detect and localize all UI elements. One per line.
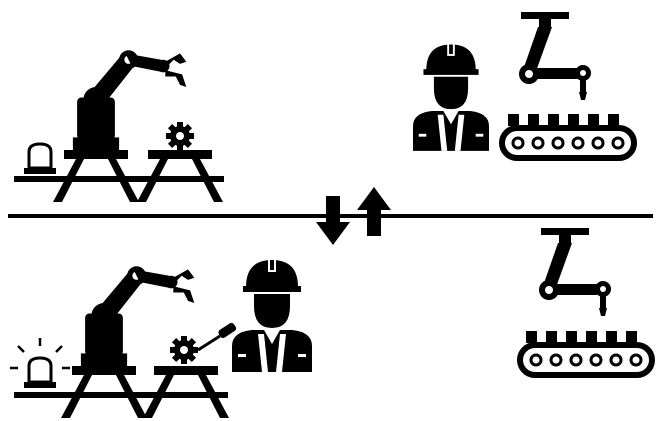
screwdriver-icon [197,322,237,352]
gantry-robot-icon [519,12,591,100]
conveyor-belt-icon [502,114,634,158]
warning-light-off-icon [22,142,58,176]
conveyor-belt-icon [520,331,652,375]
gantry-robot-icon [539,228,611,316]
bottom-scene [10,228,652,418]
top-scene [14,12,634,202]
arrow-down-icon [316,196,350,245]
arrow-up-icon [357,187,391,236]
worker-with-screwdriver-icon [232,258,312,372]
top-left-workcell [14,50,224,202]
gear-icon [170,336,198,364]
divider [8,187,653,245]
worker-icon [413,42,489,151]
top-right-workcell [413,12,634,158]
bottom-right-workcell [520,228,652,375]
swap-arrows [316,187,391,245]
warning-light-on-icon [10,338,70,390]
bottom-left-workcell [10,258,312,418]
gear-icon [166,122,194,150]
